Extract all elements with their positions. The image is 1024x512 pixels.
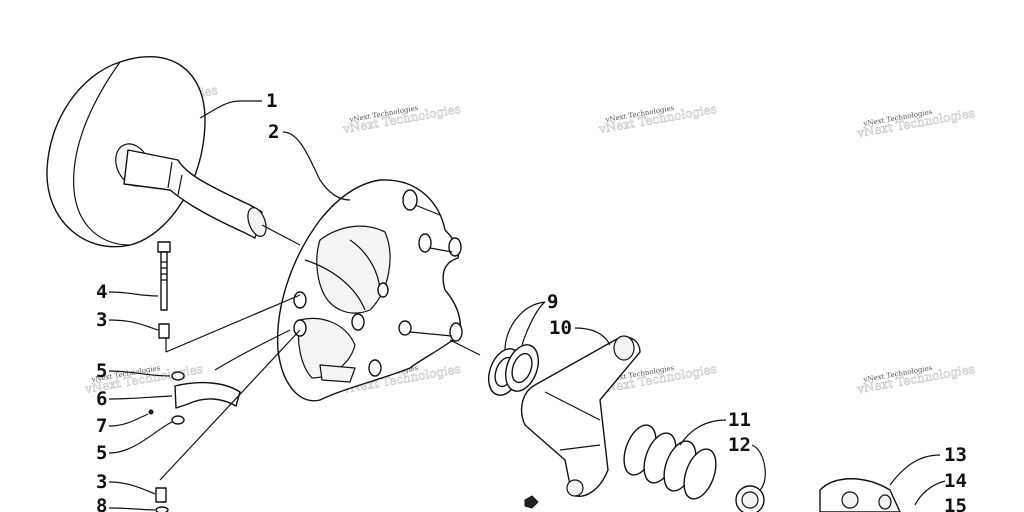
leader-7 (108, 413, 149, 427)
callout-3: 3 (96, 309, 107, 331)
leader-6 (108, 395, 173, 400)
boss (398, 320, 412, 336)
slot (319, 364, 356, 383)
callout-labels: 1 2 4 3 5 6 7 5 3 8 9 10 11 12 13 14 15 (96, 90, 967, 512)
washer-upper (171, 371, 185, 381)
leader-8 (108, 507, 156, 511)
shaft-step (167, 161, 173, 189)
part-cover (819, 478, 901, 512)
cover-hole (841, 491, 859, 509)
shaft-end (247, 207, 267, 237)
watermark: vNext Technologies vNext Technologies (341, 101, 462, 136)
callout-7: 7 (96, 415, 107, 437)
boss (293, 291, 307, 309)
spider-body (520, 336, 641, 497)
part-fixed-sheave (46, 56, 301, 248)
callout-4: 4 (96, 281, 107, 303)
boss (449, 322, 463, 342)
leader-13 (889, 454, 941, 486)
axis-line (449, 339, 481, 356)
bolt-head (157, 241, 171, 253)
boss (351, 313, 365, 331)
spider-bore (613, 335, 635, 361)
callout-1: 1 (266, 90, 277, 112)
part-bushing-12-bore (741, 491, 759, 509)
callout-6: 6 (96, 388, 107, 410)
arm-body (174, 381, 241, 409)
sheave-rim-line (73, 61, 131, 246)
part-bushing-upper (158, 323, 170, 339)
boss (377, 282, 389, 298)
arm-lines (409, 204, 453, 337)
callout-9: 9 (547, 291, 558, 313)
callout-14: 14 (944, 470, 967, 492)
part-spacer-washers (487, 344, 540, 396)
leader-9 (504, 301, 546, 351)
part-spring (623, 424, 717, 500)
guide-line (165, 294, 301, 353)
leader-lines (108, 100, 946, 511)
leader-3a (108, 319, 159, 331)
leader-14 (914, 480, 946, 506)
callout-10: 10 (549, 317, 572, 339)
callout-2: 2 (268, 121, 279, 143)
cover-hole (878, 494, 892, 510)
spider-rib (544, 391, 601, 451)
shaft-axis-line (261, 224, 301, 246)
leader-10 (574, 327, 611, 346)
part-bolt (157, 241, 171, 311)
washer-inner (511, 352, 533, 384)
boss (402, 189, 418, 211)
bolt-shank (160, 251, 168, 311)
assembly-leader (214, 329, 291, 371)
callout-5: 5 (96, 442, 107, 464)
boss (448, 237, 462, 257)
leader-3b (108, 481, 156, 495)
callout-15: 15 (944, 495, 967, 512)
part-roller-arm (148, 371, 241, 425)
part-bushing-lower (155, 487, 167, 503)
leader-4 (108, 291, 159, 297)
washer-lower (171, 415, 185, 425)
boss (418, 233, 432, 253)
boss (293, 319, 307, 337)
callout-8: 8 (96, 495, 107, 512)
callout-13: 13 (944, 444, 967, 466)
rib-line (304, 259, 366, 311)
nut (524, 495, 539, 509)
leader-1 (199, 100, 262, 119)
guide-line (159, 329, 301, 481)
shaft-step (177, 174, 183, 196)
watermark: vNext Technologies vNext Technologies (855, 361, 976, 396)
spider-foot (566, 479, 584, 497)
leader-5a (108, 370, 171, 377)
leader-11 (679, 419, 727, 446)
leader-12 (751, 444, 766, 491)
housing-window (316, 225, 391, 314)
part-spider (520, 335, 641, 509)
spring-coil (683, 448, 717, 500)
part-movable-sheave (276, 179, 481, 402)
bolt-thread (161, 261, 167, 281)
boss (368, 359, 382, 377)
callout-3: 3 (96, 471, 107, 493)
leader-5b (108, 421, 173, 454)
part-washer-8 (155, 506, 169, 512)
callout-12: 12 (728, 434, 751, 456)
watermark: vNext Technologies vNext Technologies (597, 101, 718, 136)
leader-9b (521, 301, 546, 346)
pin (148, 409, 154, 415)
watermark: vNext Technologies vNext Technologies (855, 105, 976, 140)
callout-11: 11 (728, 409, 751, 431)
leader-2 (282, 131, 351, 201)
callout-5: 5 (96, 360, 107, 382)
shaft (123, 149, 263, 239)
